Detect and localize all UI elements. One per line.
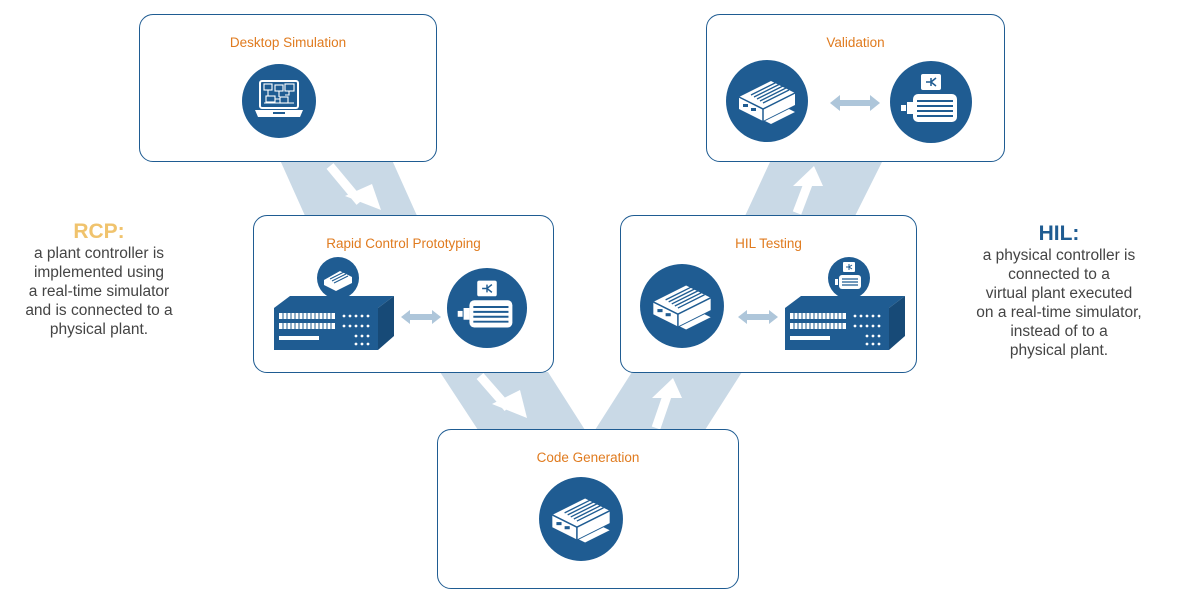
rcp-note-line: a real-time simulator bbox=[28, 283, 170, 300]
stage-code-generation: Code Generation bbox=[437, 429, 739, 589]
hil-note-line: physical plant. bbox=[1009, 342, 1109, 359]
double-arrow-icon bbox=[401, 310, 441, 324]
hil-note-line: instead of to a bbox=[1010, 323, 1108, 340]
flow-arrow-up-2 bbox=[792, 166, 823, 215]
hil-note-line: a physical controller is bbox=[982, 247, 1136, 264]
flow-arrow-down-1 bbox=[326, 163, 381, 210]
double-arrow-icon bbox=[738, 310, 778, 324]
rcp-note-title: RCP: bbox=[73, 220, 125, 243]
stage-desktop-simulation: Desktop Simulation bbox=[139, 14, 437, 162]
motor-icon bbox=[890, 61, 972, 143]
stage-title: Code Generation bbox=[536, 450, 640, 465]
simulator-rack-icon bbox=[274, 257, 394, 350]
band-hil-to-validation bbox=[745, 162, 882, 216]
motor-icon bbox=[446, 267, 528, 349]
hil-note-line: virtual plant executed bbox=[985, 285, 1133, 302]
flow-arrow-down-2 bbox=[476, 373, 527, 418]
stage-validation: Validation bbox=[706, 14, 1005, 162]
stage-title: Rapid Control Prototyping bbox=[326, 236, 481, 251]
stage-title: HIL Testing bbox=[735, 236, 802, 251]
stage-title: Validation bbox=[826, 35, 885, 50]
hil-note: HIL: a physical controller is connected … bbox=[950, 222, 1168, 360]
simulator-rack-icon bbox=[785, 257, 905, 350]
rcp-note-line: a plant controller is bbox=[33, 245, 165, 262]
stage-title: Desktop Simulation bbox=[229, 35, 347, 50]
controller-box-icon bbox=[539, 477, 623, 561]
laptop-icon bbox=[242, 64, 316, 138]
flow-bands bbox=[280, 160, 882, 430]
rcp-note-line: and is connected to a bbox=[25, 302, 173, 319]
controller-box-icon bbox=[640, 264, 724, 348]
double-arrow-icon bbox=[830, 95, 880, 111]
stage-hil-testing: HIL Testing bbox=[620, 215, 917, 373]
rcp-note-line: implemented using bbox=[33, 264, 165, 281]
controller-box-icon bbox=[726, 60, 808, 142]
rcp-note-line: physical plant. bbox=[49, 321, 149, 338]
hil-note-line: on a real-time simulator, bbox=[976, 304, 1142, 321]
rcp-note: RCP: a plant controller is implemented u… bbox=[4, 220, 194, 339]
hil-note-title: HIL: bbox=[1038, 222, 1080, 245]
stage-rapid-control-prototyping: Rapid Control Prototyping bbox=[253, 215, 554, 373]
hil-note-line: connected to a bbox=[1008, 266, 1110, 283]
flow-arrow-up-1 bbox=[651, 378, 682, 430]
